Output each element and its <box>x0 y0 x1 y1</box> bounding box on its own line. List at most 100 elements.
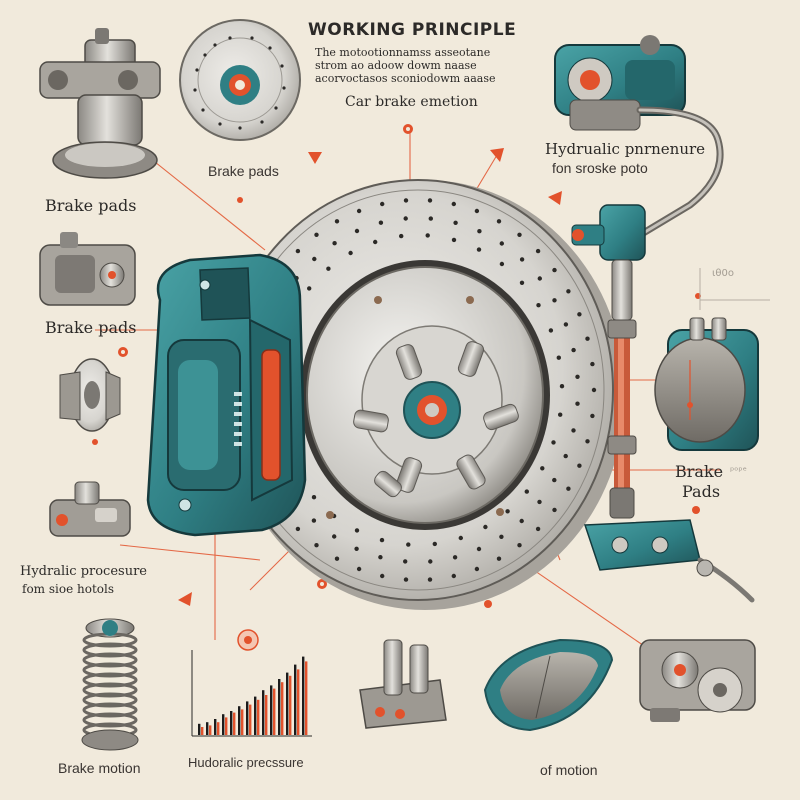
label-hydraulic-top-2: fon sroske poto <box>552 160 648 176</box>
chart-bar <box>217 722 220 735</box>
chart-bar <box>294 664 297 735</box>
vent-hole <box>356 566 362 572</box>
vent-hole <box>380 573 385 579</box>
label-brake-pads-top: Brake pads <box>208 163 279 179</box>
caliper-icon <box>146 253 307 537</box>
vent-hole <box>399 233 404 239</box>
vent-hole <box>537 276 542 281</box>
vent-hole <box>537 499 542 505</box>
small-rotor-icon <box>179 19 301 141</box>
chart-bar <box>289 675 292 735</box>
vent-hole <box>559 384 565 389</box>
vent-hole <box>563 453 568 459</box>
vent-hole <box>332 241 337 246</box>
pressure-chart <box>191 629 312 737</box>
chart-bar <box>214 719 217 735</box>
label-hydraulic-left-1: Hydralic procesure <box>20 564 147 579</box>
vent-hole <box>428 559 433 564</box>
vent-hole <box>453 220 458 225</box>
vent-hole <box>379 537 385 543</box>
vent-hole <box>536 303 541 308</box>
disc-caliper-small-icon <box>59 358 121 432</box>
vent-hole <box>474 566 480 572</box>
vent-hole <box>295 526 301 532</box>
vent-hole <box>432 541 437 547</box>
caliper-bottom-right-icon <box>639 639 756 722</box>
label-brake-pads-left-2: Brake pads <box>45 318 137 337</box>
vent-hole <box>566 486 571 491</box>
chart-bar <box>254 696 257 735</box>
chart-bar <box>206 722 209 735</box>
chart-bar <box>297 669 300 735</box>
chart-bar <box>273 688 276 735</box>
vent-hole <box>590 361 595 367</box>
spring-coil <box>82 702 138 718</box>
label-pads-right: Pads <box>682 482 721 501</box>
vent-hole <box>326 266 331 271</box>
vent-hole <box>519 280 525 285</box>
vent-hole <box>314 232 319 237</box>
chart-bar <box>302 656 305 735</box>
chart-bar <box>201 727 204 735</box>
vent-hole <box>451 237 457 243</box>
vent-hole <box>451 573 456 579</box>
vent-hole <box>356 208 362 214</box>
chart-bar <box>222 714 225 735</box>
vent-hole <box>427 198 433 203</box>
intro-line: acorvoctasos sconiodowm aaase <box>315 72 496 85</box>
vent-hole <box>552 298 557 303</box>
vent-hole <box>425 233 430 238</box>
vent-hole <box>499 241 504 246</box>
vent-hole <box>496 556 502 561</box>
vent-hole <box>483 524 488 530</box>
wheel-studs <box>353 341 519 498</box>
chart-bar <box>241 709 244 735</box>
vent-hole <box>354 228 360 234</box>
brake-line-icon <box>571 106 755 603</box>
vent-hole <box>585 439 590 444</box>
chart-bar <box>270 685 273 735</box>
label-of-motion: of motion <box>540 762 598 778</box>
vent-hole <box>519 518 524 524</box>
faint-label-right: ᵖᵒᵖᵉ <box>730 466 747 477</box>
vent-hole <box>517 543 522 548</box>
vent-hole <box>563 322 569 327</box>
vent-hole <box>571 347 576 353</box>
chart-bar <box>230 711 233 735</box>
vent-hole <box>348 250 353 256</box>
vent-hole <box>451 201 456 207</box>
caliper-right-icon <box>654 317 759 451</box>
vent-hole <box>505 509 510 514</box>
label-hydraulic-left-2: fom sioe hotols <box>22 582 114 596</box>
vent-hole <box>406 542 411 547</box>
intro-line: strom ao adoow dowm naase <box>315 59 477 72</box>
vent-hole <box>403 577 409 582</box>
vent-hole <box>556 355 561 360</box>
vent-hole <box>314 543 319 548</box>
vent-hole <box>452 555 458 560</box>
chart-bar <box>249 704 252 735</box>
spring-coil <box>82 662 138 678</box>
vent-hole <box>403 559 408 564</box>
vent-hole <box>477 229 482 234</box>
label-brake-right: Brake <box>675 462 724 481</box>
vent-hole <box>558 412 563 417</box>
spring-icon <box>81 618 139 751</box>
intro-line: The motootionnamss asseotane <box>315 46 491 59</box>
caliper-small-icon <box>39 232 136 306</box>
vent-hole <box>535 248 541 254</box>
piston-icon <box>49 481 131 537</box>
chart-bar <box>286 672 289 735</box>
brake-pad-icon <box>483 638 614 732</box>
label-brake-motion: Brake motion <box>58 760 141 776</box>
vent-hole <box>476 247 482 252</box>
chart-bar <box>278 679 281 735</box>
vent-hole <box>373 239 378 245</box>
label-brake-pads-left-1: Brake pads <box>45 196 137 215</box>
chart-bar <box>209 725 212 735</box>
vent-hole <box>311 518 317 523</box>
spring-coil <box>82 672 138 688</box>
vent-hole <box>458 535 463 541</box>
vent-hole <box>403 216 408 221</box>
